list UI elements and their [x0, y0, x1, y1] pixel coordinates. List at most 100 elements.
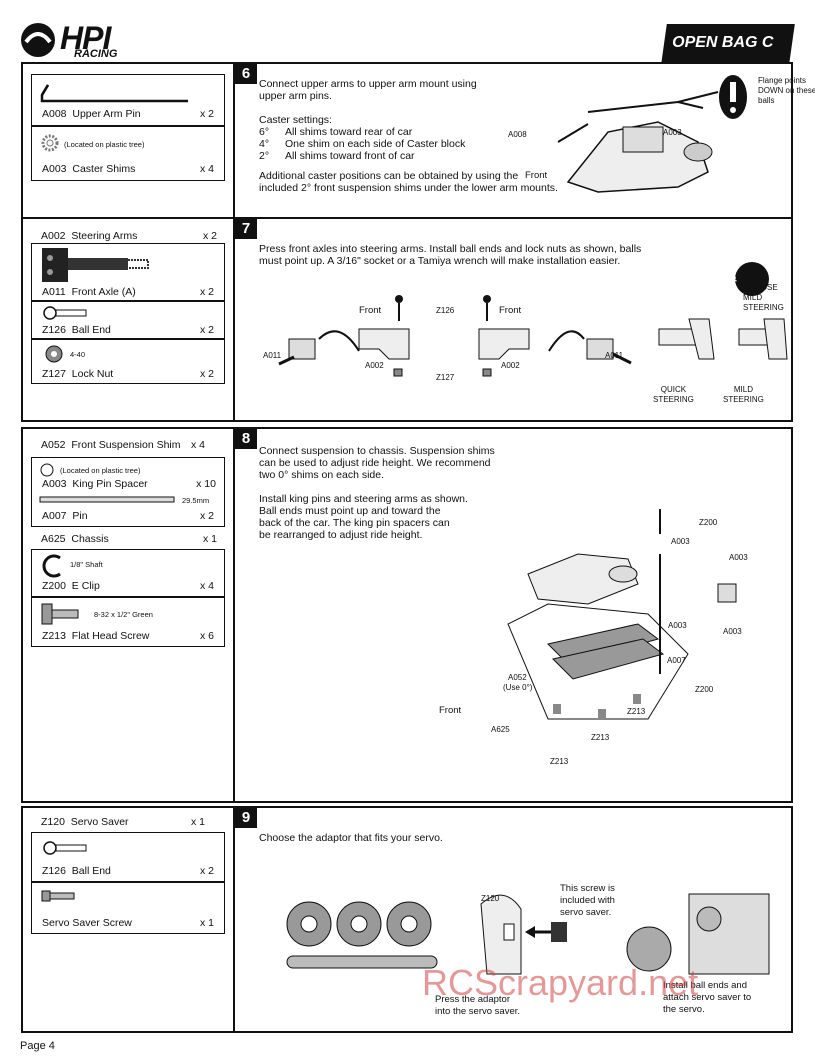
step-6-diagram — [557, 75, 747, 193]
servo-saver-screw-icon — [41, 890, 75, 902]
label-a007: A007 — [667, 656, 686, 665]
label-a011-left: A011 — [263, 351, 282, 360]
part-qty: x 2 — [199, 368, 214, 380]
watermark: RCScrapyard.net — [422, 962, 699, 1003]
label-a003: A003 — [729, 553, 748, 562]
part-name-servo-saver-screw: Servo Saver Screw — [42, 917, 132, 929]
part-box-a011: A011 Front Axle (A) x 2 — [31, 243, 225, 301]
part-note: 8-32 x 1/2" Green — [94, 610, 153, 619]
part-box-servo-screw: Servo Saver Screw x 1 — [31, 882, 225, 934]
part-qty: x 2 — [199, 286, 214, 298]
part-box-z126: Z126 Ball End x 2 — [31, 832, 225, 882]
part-qty: x 4 — [199, 163, 214, 175]
part-note: 4-40 — [70, 350, 86, 359]
part-qty: x 6 — [199, 630, 214, 642]
front-axle-drawing — [42, 248, 149, 282]
step-number: 6 — [235, 64, 257, 84]
label-a625: A625 — [491, 725, 510, 734]
caster-row: 2°All shims toward front of car — [259, 150, 415, 162]
label-front: Front — [525, 170, 548, 181]
part-code-z120: Z120 Servo Saver — [41, 816, 129, 828]
ball-end-icon — [43, 841, 87, 855]
caster-shim-icon — [41, 134, 59, 152]
panel-divider — [233, 64, 235, 217]
flat-head-screw-icon — [41, 603, 79, 625]
hpi-logo-mark — [21, 23, 55, 57]
part-qty: x 2 — [203, 230, 218, 242]
step-number: 7 — [235, 219, 257, 239]
label-z126: Z126 — [436, 306, 455, 315]
label-z127: Z127 — [436, 373, 455, 382]
part-code-a052: A052 Front Suspension Shim — [41, 439, 181, 451]
label-a003: A003 — [671, 537, 690, 546]
step-9-instructions: Choose the adaptor that fits your servo. — [259, 832, 443, 844]
open-bag-banner: OPEN BAG C — [661, 24, 795, 64]
bag-label: OPEN BAG C — [672, 34, 774, 51]
part-qty: x 1 — [191, 816, 206, 828]
ball-end-icon — [43, 306, 87, 320]
label-a003: A003 — [723, 627, 742, 636]
brand-sub: RACING — [74, 48, 118, 60]
caster-row: 4°One shim on each side of Caster block — [259, 138, 466, 150]
pin-drawing — [39, 496, 175, 503]
part-code-z126: Z126 Ball End — [42, 324, 111, 336]
part-qty: x 1 — [199, 917, 214, 929]
label-z120: Z120 — [481, 894, 500, 903]
step-9-panel: 9 Z120 Servo Saver x 1 Z126 Ball End x 2… — [21, 806, 793, 1033]
part-note: 29.5mm — [182, 496, 210, 505]
label-front: Front — [439, 705, 462, 716]
label-use-0: (Use 0°) — [503, 683, 533, 692]
label-front-left: Front — [359, 305, 382, 316]
upper-arm-pin-drawing — [40, 84, 188, 103]
part-qty: x 10 — [196, 478, 216, 490]
part-code-a007: A007 Pin — [42, 510, 88, 522]
part-code-a011: A011 Front Axle (A) — [42, 286, 136, 298]
part-qty: x 2 — [199, 324, 214, 336]
part-qty: x 2 — [199, 510, 214, 522]
label-z200-bottom: Z200 — [695, 685, 714, 694]
step-7-diagram — [278, 262, 788, 377]
label-a052: A052 — [508, 673, 527, 682]
step-9-diagram — [286, 893, 770, 975]
step-6-instructions: Connect upper arms to upper arm mount us… — [259, 78, 558, 194]
label-a002-left: A002 — [365, 361, 384, 370]
instruction-line: upper arm pins. — [259, 90, 332, 102]
brand-name: HPI — [60, 20, 111, 56]
part-code-z213: Z213 Flat Head Screw — [42, 630, 150, 642]
label-a003: A003 — [668, 621, 687, 630]
instruction-line: Additional caster positions can be obtai… — [259, 170, 519, 182]
instruction-line: included 2° front suspension shims under… — [259, 182, 558, 194]
label-z213: Z213 — [591, 733, 610, 742]
part-box-a003-a007: (Located on plastic tree) A003 King Pin … — [31, 457, 225, 527]
panel-divider — [233, 429, 235, 801]
part-qty: x 1 — [203, 533, 218, 545]
step-7-panel: 7 A002 Steering Arms x 2 A011 Front Axle… — [21, 217, 793, 422]
label-a011-right: A011 — [605, 351, 624, 360]
step-8-panel: 8 A052 Front Suspension Shim x 4 (Locate… — [21, 427, 793, 803]
label-front-right: Front — [499, 305, 522, 316]
instruction-line: Caster settings: — [259, 114, 332, 126]
part-qty: x 2 — [199, 108, 214, 120]
part-box-z200: 1/8" Shaft Z200 E Clip x 4 — [31, 549, 225, 597]
lock-nut-icon — [45, 345, 63, 363]
part-code-a008: A008 Upper Arm Pin — [42, 108, 141, 120]
part-box-a003: (Located on plastic tree) A003 Caster Sh… — [31, 126, 225, 181]
part-box-z213: 8-32 x 1/2" Green Z213 Flat Head Screw x… — [31, 597, 225, 647]
part-code-a003: A003 Caster Shims — [42, 163, 136, 175]
step-6-panel: 6 A008 Upper Arm Pin x 2 (Located on pla… — [21, 62, 815, 219]
part-box-z126: Z126 Ball End x 2 — [31, 301, 225, 339]
panel-divider — [233, 219, 235, 420]
part-box-a008: A008 Upper Arm Pin x 2 — [31, 74, 225, 126]
label-z213: Z213 — [627, 707, 646, 716]
part-note: (Located on plastic tree) — [60, 466, 141, 475]
page-number: Page 4 — [20, 1040, 55, 1052]
part-code-a002: A002 Steering Arms — [41, 230, 138, 242]
step-number: 8 — [235, 429, 257, 449]
part-note: 1/8" Shaft — [70, 560, 103, 569]
label-a002-right: A002 — [501, 361, 520, 370]
